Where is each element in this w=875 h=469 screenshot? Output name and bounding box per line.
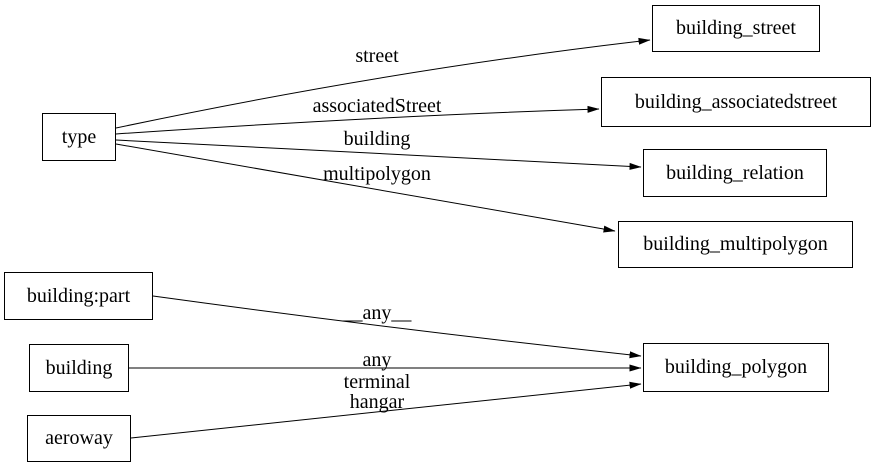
- node-building: building: [29, 344, 129, 392]
- edge-label-street: street: [355, 45, 399, 67]
- edge-aeroway-building-polygon: [130, 381, 642, 439]
- node-building-multipolygon: building_multipolygon: [618, 221, 853, 268]
- edge-label-any-building: __any__: [342, 349, 412, 371]
- edge-label-multipolygon: multipolygon: [323, 163, 431, 185]
- edge-type-building-multipolygon: [115, 143, 616, 233]
- node-building-polygon: building_polygon: [643, 343, 829, 392]
- edge-type-building-street: [115, 37, 651, 129]
- edge-label-any-buildingpart: __any__: [342, 302, 412, 324]
- edge-label-associatedstreet: associatedStreet: [312, 95, 442, 117]
- edge-label-terminal-hangar: terminal hangar: [343, 371, 411, 413]
- edge-type-building-relation: [115, 139, 642, 170]
- edge-buildingpart-building-polygon: [152, 295, 642, 359]
- node-building-relation: building_relation: [643, 149, 827, 197]
- node-aeroway: aeroway: [27, 415, 131, 462]
- edge-type-building-associatedstreet: [115, 105, 600, 135]
- node-building-street: building_street: [652, 5, 820, 52]
- node-type: type: [42, 113, 116, 161]
- node-building-associatedstreet: building_associatedstreet: [601, 77, 871, 127]
- edge-label-building: building: [343, 128, 411, 150]
- node-building-part: building:part: [4, 272, 153, 320]
